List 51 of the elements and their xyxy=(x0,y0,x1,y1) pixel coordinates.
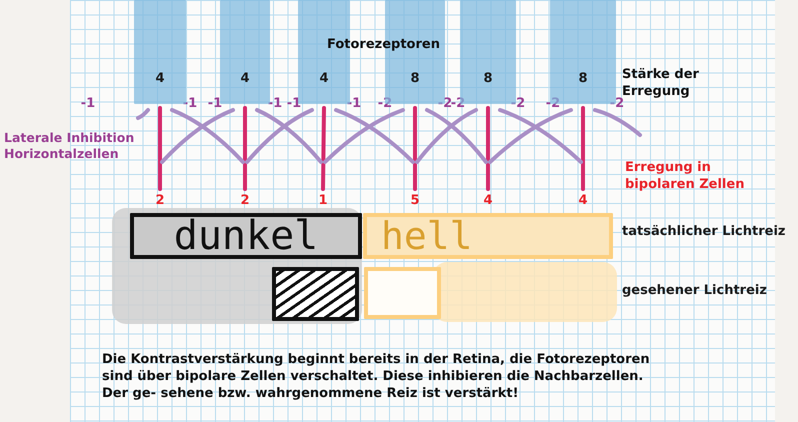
inhibition-line xyxy=(323,108,405,164)
node-text: 8 xyxy=(410,71,420,86)
side-label: Erregung in bipolaren Zellen xyxy=(625,160,746,194)
node-text: 4 xyxy=(578,193,588,208)
bipolar-cell-line xyxy=(486,106,490,191)
description-text: Die Kontrastverstärkung beginnt bereits in der Retina, die Fotorezeptoren sind über bipolare Zellen verschaltet. Diese inhibieren die Nachbarzellen. Der ge- sehene bzw. wahrgenommene Reiz ist verstärkt! xyxy=(102,352,651,403)
stimulus-bar xyxy=(130,213,362,259)
side-label: Stärke der Erregung xyxy=(622,67,700,99)
node-text: 2 xyxy=(240,193,250,208)
inhibition-line xyxy=(425,108,488,164)
inhibition-line xyxy=(415,108,478,164)
heading: Fotorezeptoren xyxy=(327,37,441,54)
bipolar-cell-line xyxy=(243,106,247,191)
side-label: tatsächlicher Lichtreiz xyxy=(622,224,786,241)
inhibition-line xyxy=(334,108,415,164)
edge-label: -1 xyxy=(346,96,362,111)
node-text: 2 xyxy=(155,193,165,208)
inhibition-line xyxy=(170,108,245,164)
inhibition-line xyxy=(160,108,235,164)
edge-label: -1 xyxy=(266,96,284,111)
side-label: gesehener Lichtreiz xyxy=(622,283,768,300)
node-text: 4 xyxy=(483,193,493,208)
node-text: 1 xyxy=(318,193,328,208)
node-text: hell xyxy=(381,214,473,258)
node-text: dunkel xyxy=(174,213,318,259)
node-text: 5 xyxy=(410,193,420,208)
node-text: 8 xyxy=(483,71,493,86)
stimulus-bar xyxy=(363,213,613,259)
inhibition-line xyxy=(245,108,314,164)
hatched-box xyxy=(272,267,359,321)
photoreceptor-box xyxy=(220,0,270,104)
edge-label: -1 xyxy=(80,96,96,111)
node-text: 8 xyxy=(578,71,588,86)
outline-box xyxy=(364,267,441,319)
inhibition-line xyxy=(136,108,150,120)
inhibition-line xyxy=(498,108,583,164)
inhibition-line xyxy=(488,108,573,164)
node-text: 4 xyxy=(319,71,329,86)
node-text: 4 xyxy=(155,71,165,86)
edge-label: -2 xyxy=(510,96,526,111)
inhibition-line xyxy=(593,108,642,137)
side-label: Laterale Inhibition Horizontalzellen xyxy=(4,130,136,162)
edge-label: -1 xyxy=(206,96,224,111)
edge-label: -1 xyxy=(286,96,302,111)
inhibition-line xyxy=(255,108,323,164)
edge-label: -2 xyxy=(376,96,394,111)
edge-label: -1 xyxy=(182,96,198,111)
edge-label: -2 xyxy=(608,96,624,111)
bipolar-cell-line xyxy=(158,106,162,191)
bipolar-cell-line xyxy=(413,106,417,191)
node-text: 4 xyxy=(240,71,250,86)
